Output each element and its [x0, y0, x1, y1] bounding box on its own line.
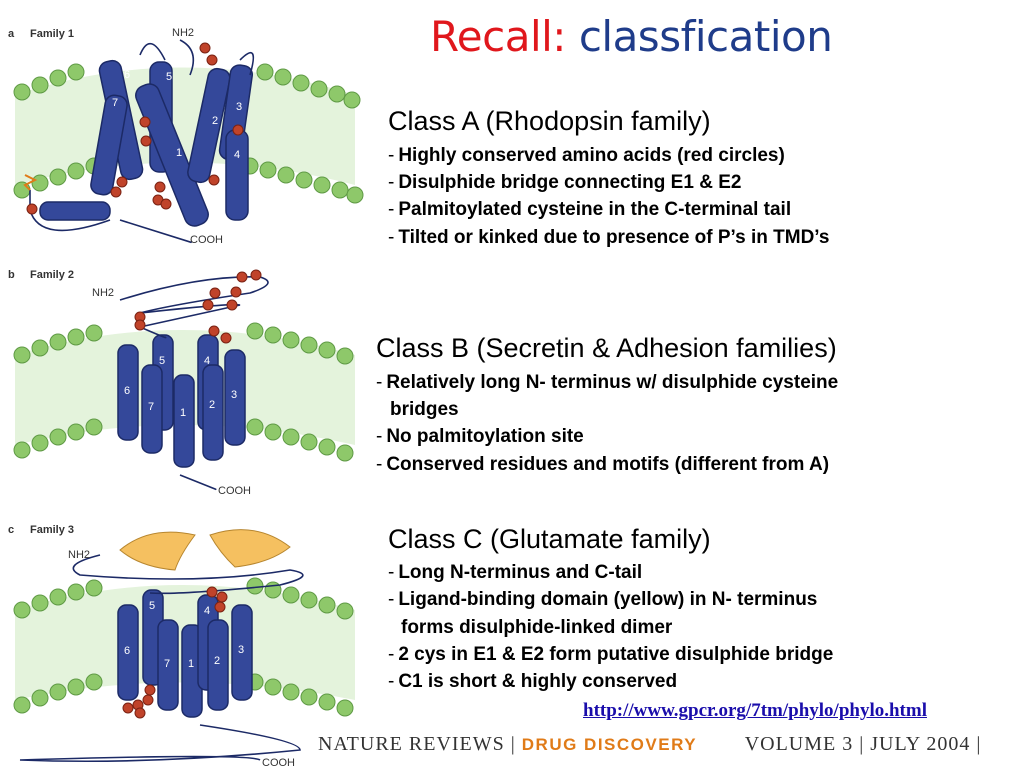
- helix-2: [187, 67, 231, 184]
- svg-text:1: 1: [188, 658, 194, 670]
- conserved-residues-b: [134, 269, 262, 344]
- helix-4: [225, 129, 249, 221]
- svg-text:3: 3: [236, 101, 242, 113]
- n-terminus-a: NH2: [172, 27, 194, 39]
- class-b-bullet-1: -Relatively long N- terminus w/ disulphi…: [376, 372, 839, 393]
- class-b-bullet-3: -Conserved residues and motifs (differen…: [376, 454, 830, 475]
- class-b-heading: Class B (Secretin & Adhesion families): [376, 333, 837, 363]
- class-c-bullet-2-cont: forms disulphide-linked dimer: [401, 617, 673, 638]
- n-terminus-c: NH2: [68, 549, 90, 561]
- svg-text:7: 7: [112, 97, 118, 109]
- class-c-bullet-3: -2 cys in E1 & E2 form putative disulphi…: [388, 644, 834, 665]
- svg-text:5: 5: [166, 71, 172, 83]
- svg-text:5: 5: [149, 600, 155, 612]
- family-2-diagram: b Family 2 6 5 7 1 4 2 3 NH2 COOH: [8, 269, 355, 497]
- svg-text:4: 4: [204, 605, 210, 617]
- family-1-letter: a: [8, 28, 15, 40]
- footer-date: JULY 2004: [870, 733, 971, 755]
- svg-text:6: 6: [124, 385, 130, 397]
- svg-text:5: 5: [159, 355, 165, 367]
- family-3-label: Family 3: [30, 524, 74, 536]
- class-c-bullet-4: -C1 is short & highly conserved: [388, 671, 678, 692]
- gpcr-phylo-link[interactable]: http://www.gpcr.org/7tm/phylo/phylo.html: [583, 700, 927, 721]
- svg-text:7: 7: [148, 401, 154, 413]
- class-c-bullet-1: -Long N-terminus and C-tail: [388, 562, 643, 583]
- family-1-label: Family 1: [30, 28, 74, 40]
- class-b-bullet-1-cont: bridges: [390, 399, 459, 420]
- family-1-diagram: a Family 1 6 5 7 1 2 3 4: [8, 27, 364, 246]
- slide-title: Recall: classfication: [430, 12, 833, 61]
- class-a-heading: Class A (Rhodopsin family): [388, 106, 711, 136]
- family-2-label: Family 2: [30, 269, 74, 281]
- conserved-residues-a: [26, 42, 244, 215]
- helix-7: [90, 94, 128, 196]
- ligand-binding-domain: [119, 529, 291, 571]
- palmitoyl-anchor: [23, 174, 38, 191]
- footer-issue: VOLUME 3: [744, 733, 854, 755]
- svg-text:1: 1: [180, 407, 186, 419]
- class-b-bullet-2: -No palmitoylation site: [376, 426, 584, 447]
- family-2-letter: b: [8, 269, 15, 281]
- svg-text:2: 2: [214, 655, 220, 667]
- svg-text:3: 3: [238, 644, 244, 656]
- svg-text:4: 4: [234, 149, 240, 161]
- class-a-bullet-2: -Disulphide bridge connecting E1 & E2: [388, 172, 742, 193]
- svg-text:2: 2: [209, 399, 215, 411]
- helix-1: [135, 83, 209, 227]
- class-c-bullet-2: -Ligand-binding domain (yellow) in N- te…: [388, 589, 818, 610]
- svg-text:1: 1: [176, 147, 182, 159]
- svg-text:7: 7: [164, 658, 170, 670]
- class-a-bullet-3: -Palmitoylated cysteine in the C-termina…: [388, 199, 792, 220]
- helix-numbers-a: 6 5 7 1 2 3 4: [112, 69, 242, 161]
- svg-text:6: 6: [124, 645, 130, 657]
- c-terminus-b: COOH: [218, 485, 251, 497]
- svg-text:2: 2: [212, 115, 218, 127]
- membrane-bilayer-b: [13, 322, 354, 462]
- footer-section: DRUG DISCOVERY: [521, 735, 698, 754]
- c-terminus-c: COOH: [262, 757, 295, 768]
- family-3-diagram: c Family 3 6 5 7 1 4 2 3 NH2 COOH: [8, 524, 355, 768]
- family-3-letter: c: [8, 524, 14, 536]
- n-terminus-b: NH2: [92, 287, 114, 299]
- svg-text:6: 6: [124, 69, 130, 81]
- journal-footer: NATURE REVIEWS | DRUG DISCOVERY VOLUME 3…: [318, 733, 982, 755]
- class-c-heading: Class C (Glutamate family): [388, 524, 711, 554]
- svg-text:3: 3: [231, 389, 237, 401]
- class-a-bullet-1: -Highly conserved amino acids (red circl…: [388, 145, 785, 166]
- helix-8: [39, 201, 111, 221]
- svg-text:4: 4: [204, 355, 210, 367]
- c-terminus-a: COOH: [190, 234, 223, 246]
- title-classification: classfication: [578, 12, 833, 61]
- footer-journal: NATURE REVIEWS: [318, 733, 505, 755]
- title-recall: Recall:: [430, 12, 566, 61]
- conserved-residues-c: [122, 586, 228, 719]
- class-a-bullet-4: -Tilted or kinked due to presence of P’s…: [388, 227, 830, 248]
